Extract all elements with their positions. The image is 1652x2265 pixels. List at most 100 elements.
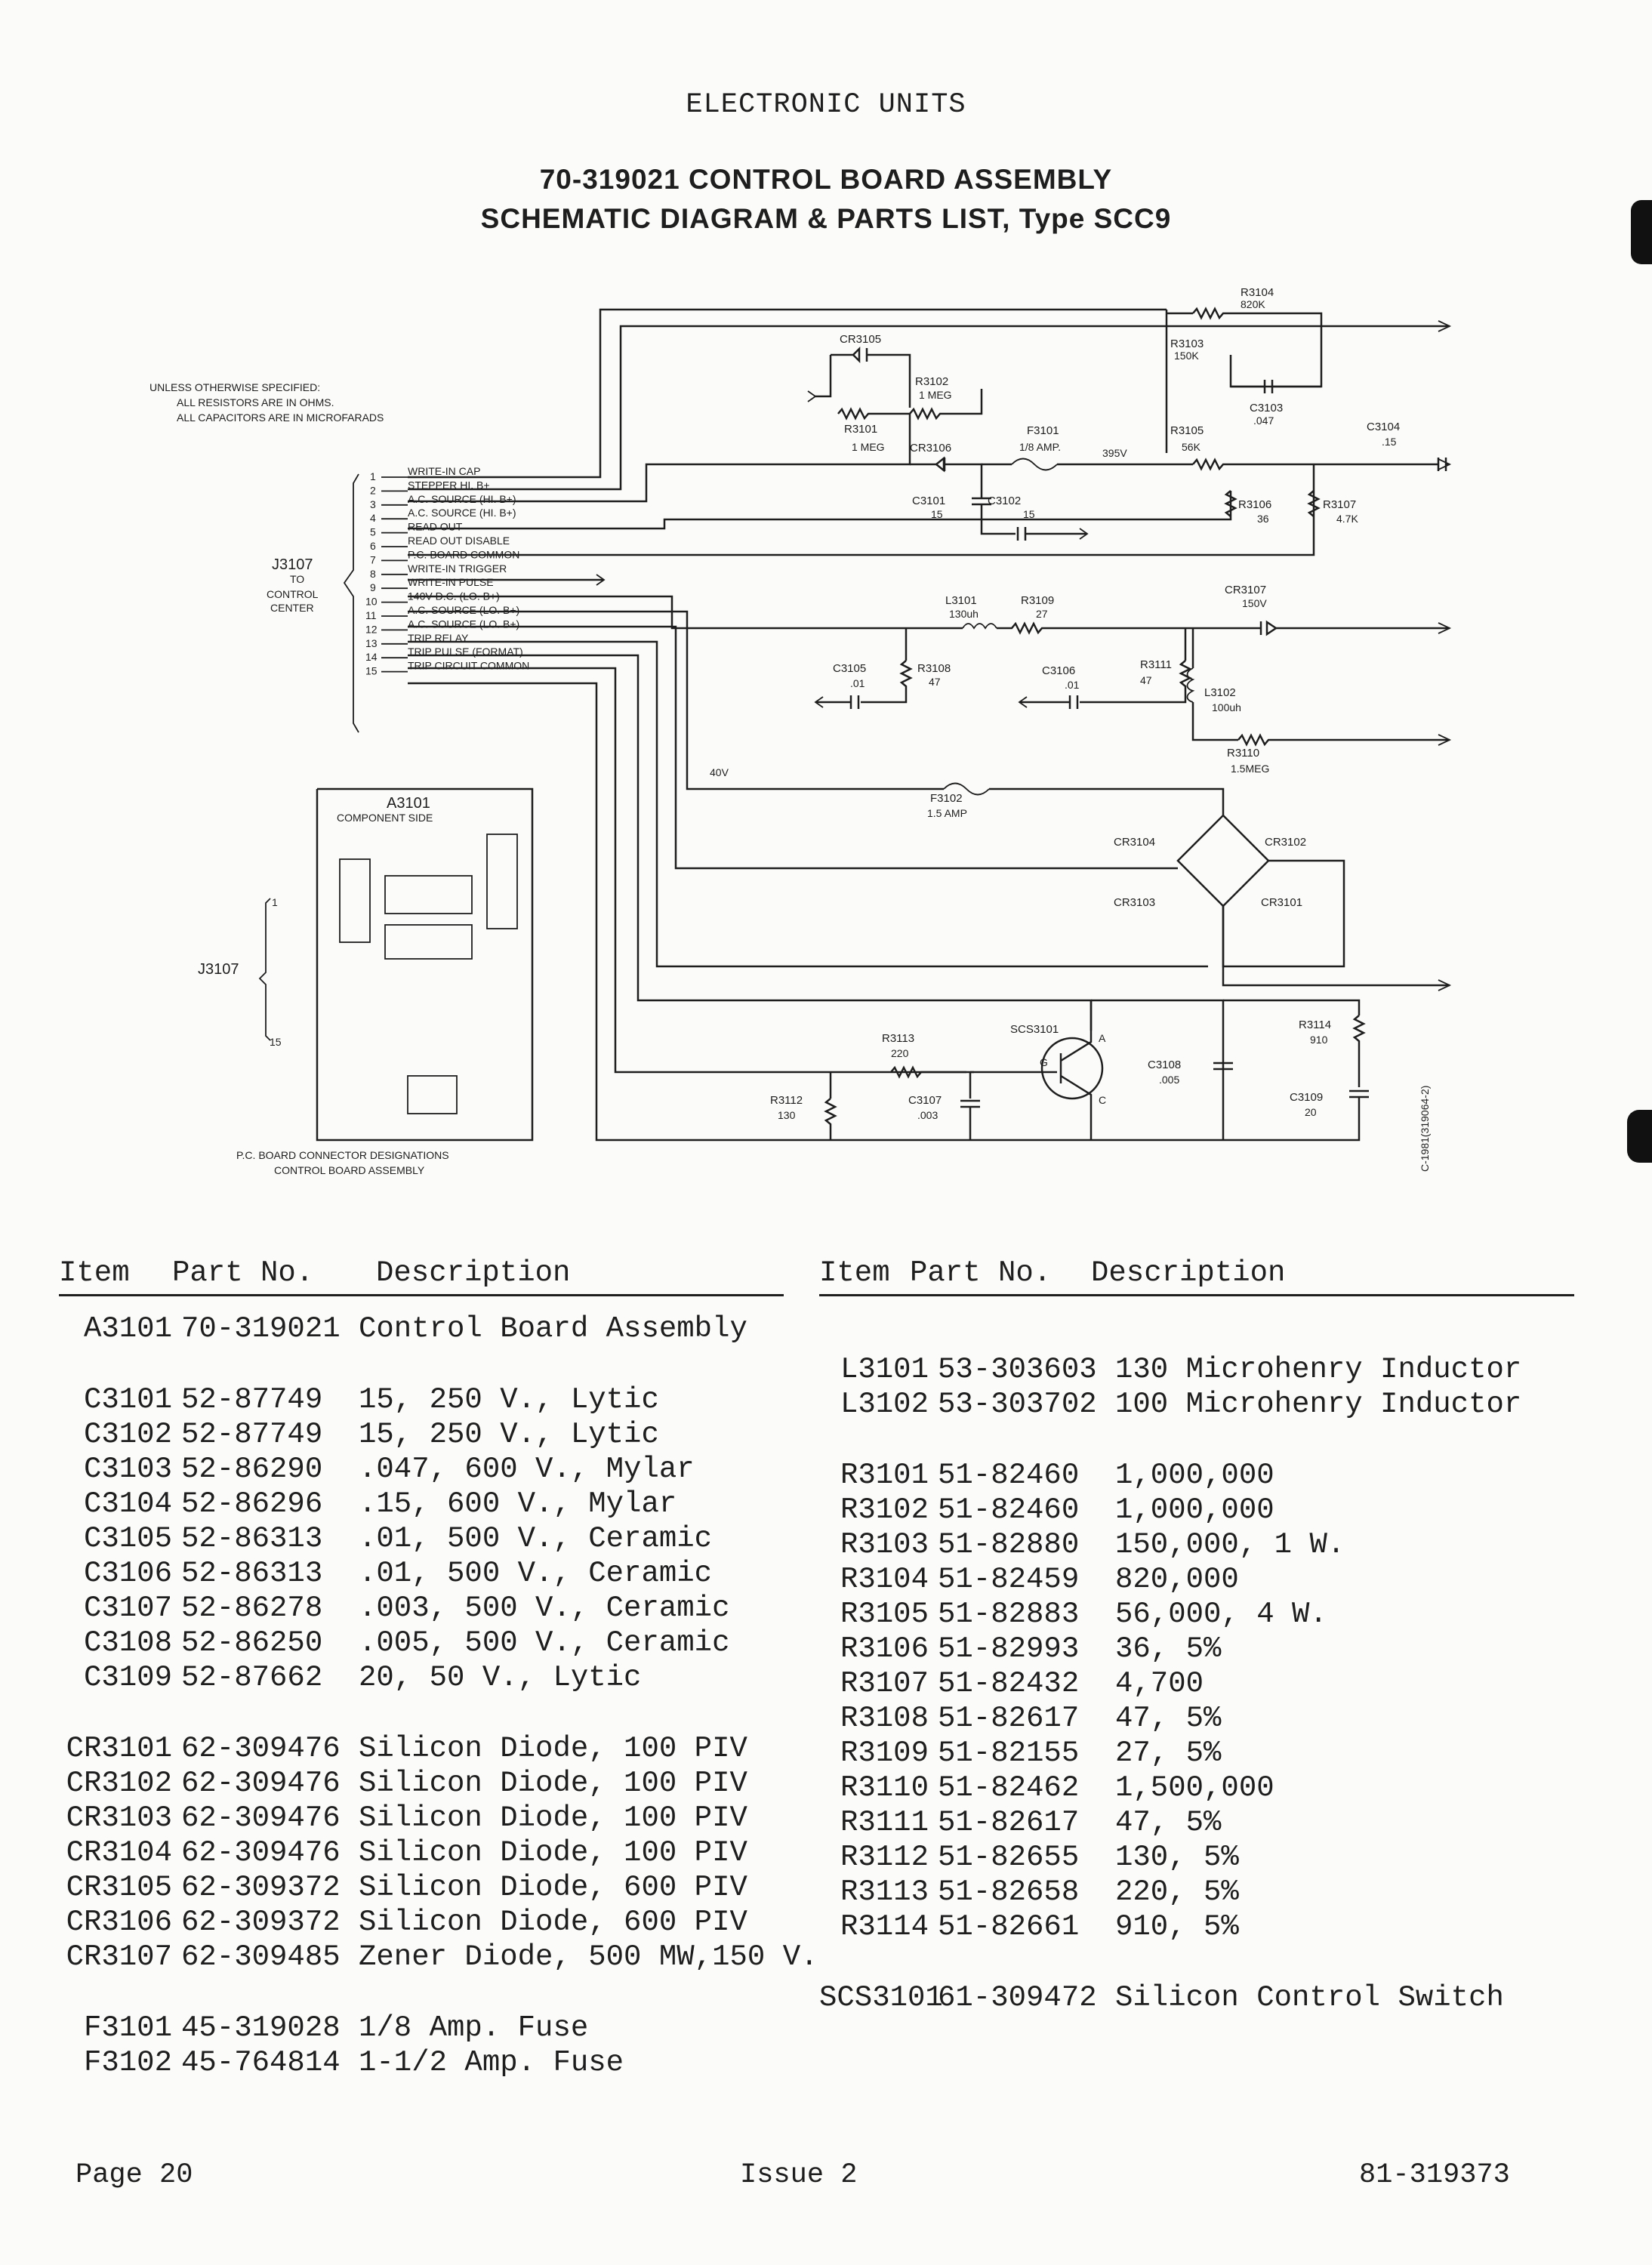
part-item: C3103: [83, 1453, 172, 1486]
part-description: Silicon Diode, 600 PIV: [359, 1871, 747, 1904]
part-item: SCS3101: [819, 1981, 943, 2014]
part-description: 100 Microhenry Inductor: [1115, 1388, 1522, 1421]
part-number: 51-82993: [938, 1632, 1080, 1666]
part-item: R3112: [840, 1841, 929, 1874]
value-r3112: 130: [778, 1109, 796, 1121]
pin-number: 4: [370, 512, 376, 524]
part-number: 51-82155: [938, 1736, 1080, 1770]
board-connector-label: J3107: [198, 961, 239, 978]
value-r3105: 56K: [1182, 441, 1201, 453]
value-r3104: 820K: [1241, 298, 1265, 310]
label-cr3101: CR3101: [1261, 896, 1302, 909]
value-r3113: 220: [891, 1047, 909, 1059]
part-number: 53-303603: [938, 1353, 1097, 1386]
board-pin-last: 15: [270, 1036, 282, 1048]
parts-header-left: Item Part No. Description: [59, 1253, 784, 1296]
label-cr3107: CR3107: [1225, 584, 1266, 596]
part-number: 52-87749: [181, 1418, 323, 1451]
part-item: R3114: [840, 1910, 929, 1943]
label-r3103: R3103: [1170, 337, 1204, 350]
pin-number: 12: [365, 623, 378, 635]
part-item: R3106: [840, 1632, 929, 1666]
pin-label: A.C. SOURCE (HI. B+): [408, 507, 516, 519]
connector-brace: [343, 473, 359, 733]
pin-number: 8: [370, 568, 376, 580]
header-item: Item: [819, 1256, 890, 1290]
board-label: A3101: [387, 795, 430, 812]
part-description: .005, 500 V., Ceramic: [359, 1626, 730, 1659]
pin-label: READ OUT DISABLE: [408, 535, 510, 547]
value-c3102: 15: [1023, 508, 1035, 520]
part-description: 820,000: [1115, 1563, 1239, 1596]
pin-label: READ OUT: [408, 521, 463, 533]
part-item: C3102: [83, 1418, 172, 1451]
part-number: 51-82617: [938, 1806, 1080, 1839]
part-number: 62-309476: [181, 1801, 341, 1835]
part-number: 51-82432: [938, 1667, 1080, 1700]
pin-number: 11: [365, 609, 377, 621]
part-description: 47, 5%: [1115, 1702, 1222, 1735]
label-395v: 395V: [1102, 447, 1127, 459]
title-line-1: 70-319021 CONTROL BOARD ASSEMBLY: [539, 164, 1113, 195]
value-l3101: 130uh: [949, 608, 979, 620]
label-r3101: R3101: [844, 423, 877, 436]
part-description: Silicon Diode, 100 PIV: [359, 1767, 747, 1800]
part-item: A3101: [83, 1312, 172, 1345]
label-cr3104: CR3104: [1114, 836, 1155, 849]
board-caption-2: CONTROL BOARD ASSEMBLY: [274, 1164, 425, 1176]
schematic-diagram: UNLESS OTHERWISE SPECIFIED: ALL RESISTOR…: [149, 287, 1452, 1176]
parts-row: C3102 52-87749 15, 250 V., Lytic: [59, 1417, 659, 1452]
part-description: 27, 5%: [1115, 1736, 1222, 1770]
value-f3102: 1.5 AMP: [927, 807, 967, 819]
pin-number: 1: [370, 470, 376, 482]
pin-label: STEPPER HI. B+: [408, 479, 490, 491]
part-description: 56,000, 4 W.: [1115, 1598, 1327, 1631]
part-description: .003, 500 V., Ceramic: [359, 1592, 730, 1625]
part-description: .047, 600 V., Mylar: [359, 1453, 695, 1486]
wiring: [408, 307, 1452, 1142]
label-cr3105: CR3105: [840, 333, 881, 346]
part-description: 15, 250 V., Lytic: [359, 1418, 659, 1451]
label-c3101: C3101: [912, 495, 945, 507]
part-description: Silicon Control Switch: [1115, 1981, 1504, 2014]
value-r3106: 36: [1257, 513, 1269, 525]
note-line-1: UNLESS OTHERWISE SPECIFIED:: [149, 381, 320, 393]
label-c3104: C3104: [1367, 421, 1400, 433]
pin-label: WRITE-IN PULSE: [408, 576, 494, 588]
label-c3102: C3102: [988, 495, 1021, 507]
footer-doc-number: 81-319373: [1359, 2159, 1510, 2191]
scs-pin-g: G: [1040, 1056, 1048, 1068]
part-item: L3102: [840, 1388, 929, 1421]
value-r3111: 47: [1140, 674, 1152, 686]
label-r3114: R3114: [1299, 1018, 1331, 1031]
label-r3112: R3112: [770, 1094, 803, 1107]
part-item: R3103: [840, 1528, 929, 1561]
board-outline: A3101 COMPONENT SIDE 1 15 J3107 P.C. BOA…: [198, 787, 534, 1176]
part-description: 220, 5%: [1115, 1875, 1239, 1909]
label-r3105: R3105: [1170, 424, 1204, 437]
component-labels: R3104 820K R3103 150K C3103 .047 C3104 .…: [710, 287, 1400, 1121]
pin-number: 5: [370, 526, 376, 538]
connector-label-line-3: CONTROL: [267, 588, 319, 600]
part-item: C3108: [83, 1626, 172, 1659]
part-number: 52-86290: [181, 1453, 323, 1486]
connector-label-line-2: TO: [290, 573, 304, 585]
part-number: 52-86296: [181, 1487, 323, 1521]
header-part: Part No.: [910, 1256, 1052, 1290]
part-number: 51-82658: [938, 1875, 1080, 1909]
value-c3106: .01: [1065, 679, 1080, 691]
part-number: 62-309372: [181, 1906, 341, 1939]
part-item: CR3101: [66, 1732, 172, 1765]
header-desc: Description: [376, 1256, 571, 1290]
pin-number: 14: [365, 651, 378, 663]
label-r3110: R3110: [1227, 747, 1259, 760]
part-description: Silicon Diode, 100 PIV: [359, 1836, 747, 1869]
